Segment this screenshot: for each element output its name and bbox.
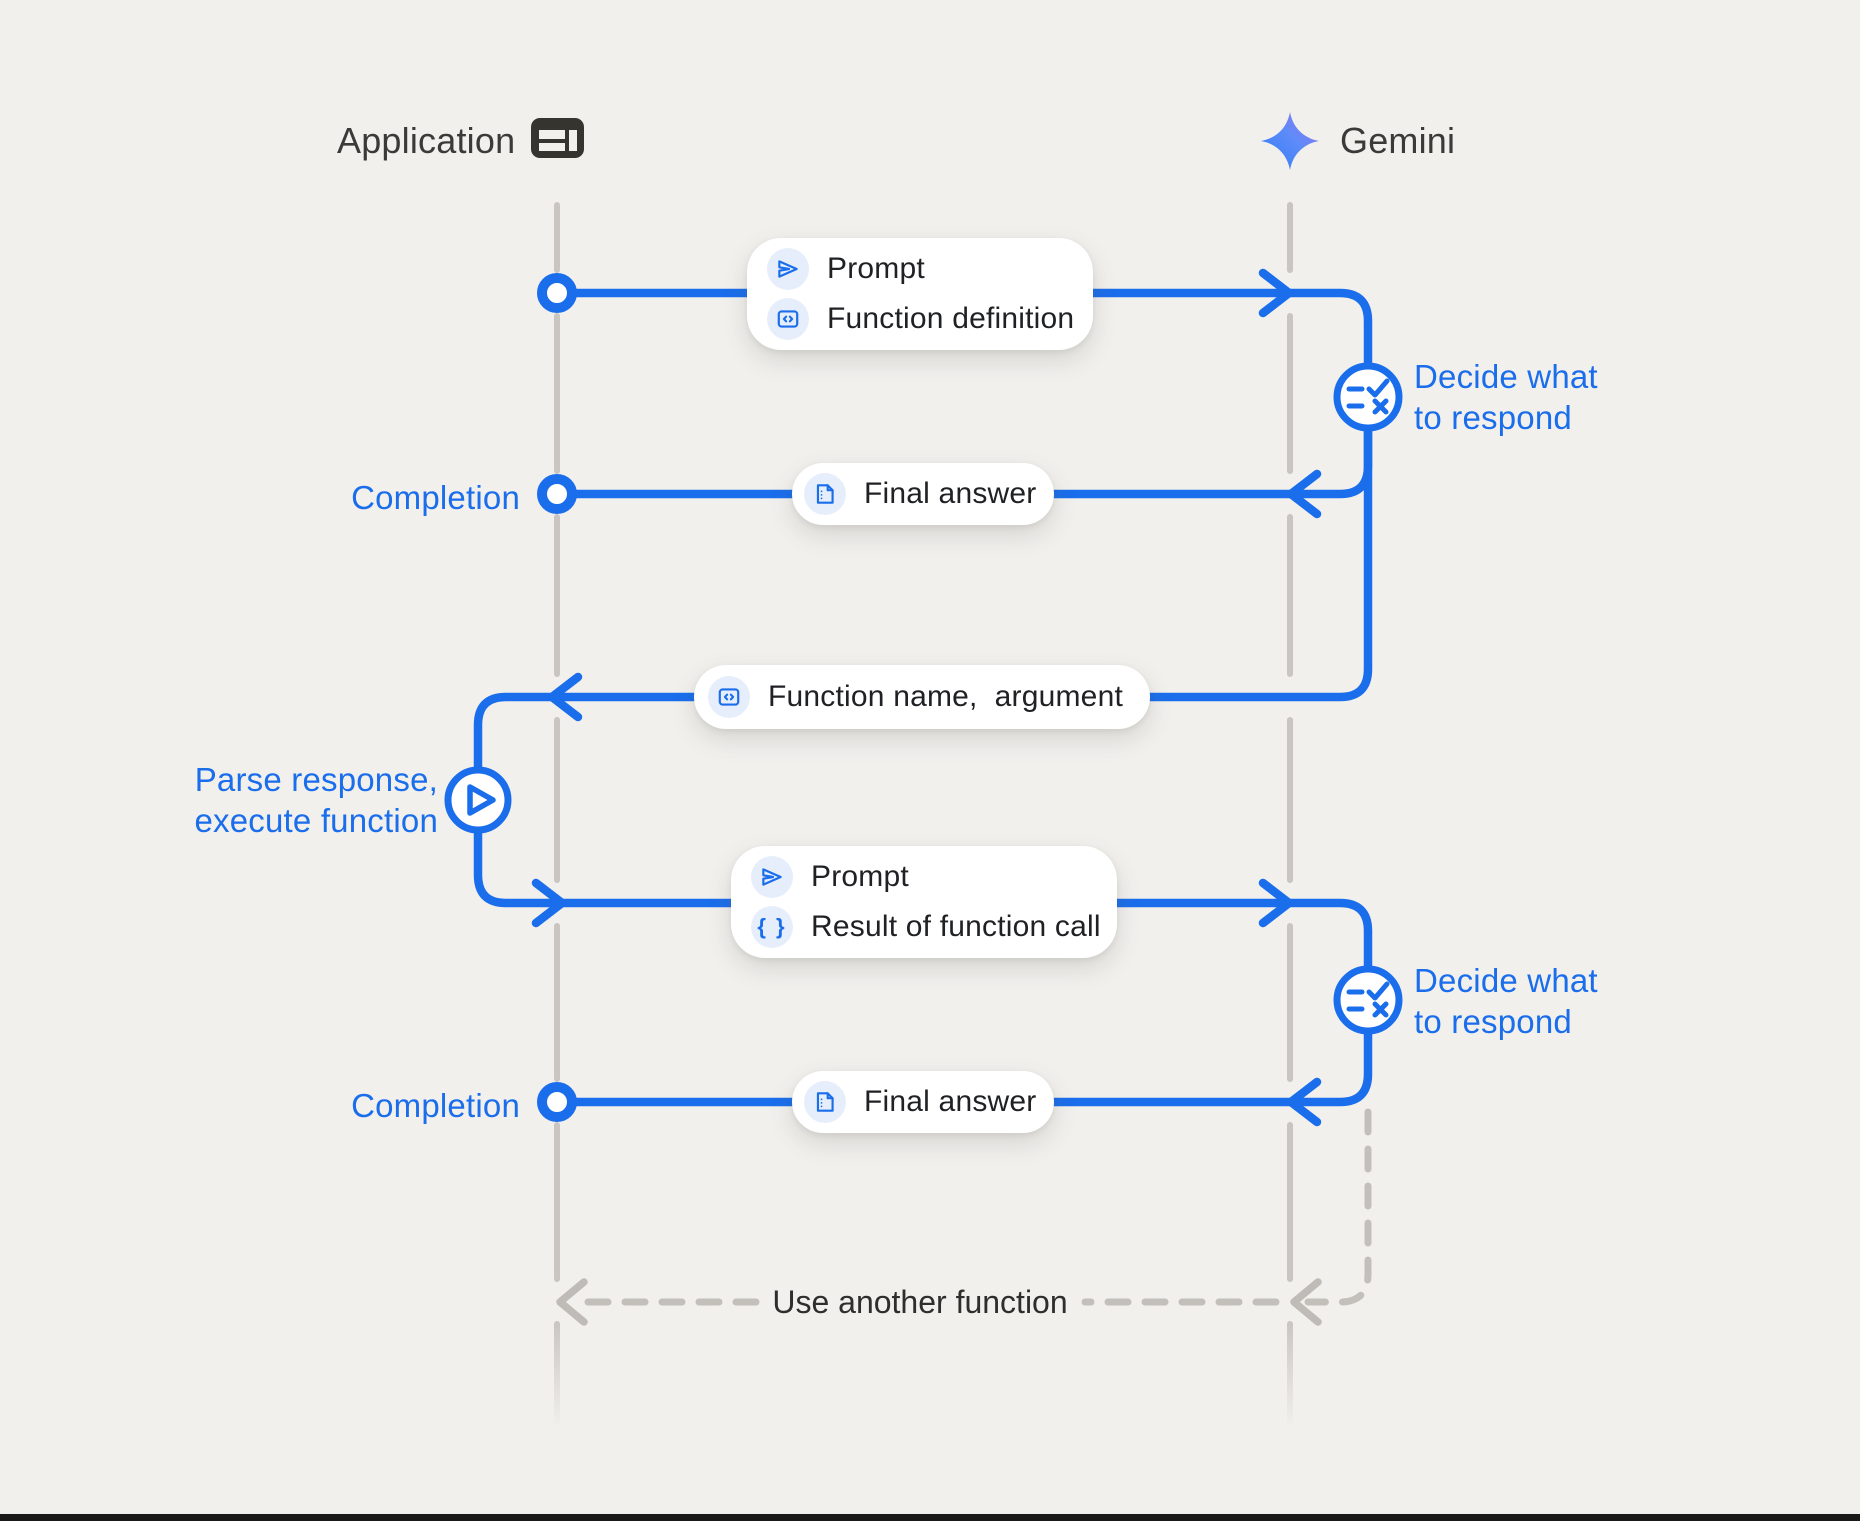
arrowhead-right-prompt2-gemini [1258, 878, 1294, 928]
use-another-function-dashed-path [570, 1108, 1372, 1306]
use-another-function-label: Use another function [772, 1284, 1068, 1320]
arrowhead-left-final2 [1286, 1077, 1322, 1127]
completion-label-first: Completion [351, 479, 520, 516]
document-icon [804, 1081, 846, 1123]
rule-icon [1346, 981, 1390, 1018]
arrowhead-right-prompt1 [1258, 268, 1294, 318]
pill-row: Final answer [804, 473, 1054, 515]
parse-execute-label: Parse response, execute function [194, 761, 438, 839]
end-circle-completion1 [537, 474, 577, 514]
document-icon [804, 473, 846, 515]
rule-icon [1346, 378, 1390, 415]
braces-icon: { } [751, 906, 793, 948]
pill-row: Prompt [767, 248, 1093, 290]
pill-label: Function definition [827, 302, 1075, 335]
code-box-icon [708, 676, 750, 718]
pill-row: { } Result of function call [751, 906, 1117, 948]
flow-path-second-turn [473, 415, 1373, 1107]
pill-row: Function definition [767, 298, 1093, 340]
gemini-header-label: Gemini [1340, 120, 1456, 161]
gemini-sparkle-icon [1261, 112, 1319, 175]
blue-arrowheads [531, 268, 1322, 1127]
execute-node [444, 766, 512, 834]
bottom-edge-bar [0, 1514, 1860, 1521]
message-pill-function-name-argument: Function name, argument [694, 665, 1150, 729]
decide-label-first: Decide what to respond [1414, 358, 1598, 436]
decide-node-first [1333, 362, 1403, 432]
end-circle-completion2 [537, 1082, 577, 1122]
decide-label-second: Decide what to respond [1414, 962, 1598, 1040]
arrowhead-left-application-dashed [556, 1278, 588, 1326]
message-pill-final-answer-second: Final answer [792, 1071, 1054, 1133]
send-icon [751, 856, 793, 898]
arrowhead-left-function-call [547, 672, 583, 722]
send-icon [767, 248, 809, 290]
pill-label: Final answer [864, 1085, 1037, 1118]
endpoint-circles [537, 273, 577, 1122]
application-header-label: Application [337, 120, 516, 161]
code-box-icon [767, 298, 809, 340]
pill-label: Function name, argument [768, 680, 1123, 713]
pill-label: Final answer [864, 477, 1037, 510]
decide-node-second [1333, 965, 1403, 1035]
arrowhead-left-final1 [1286, 469, 1322, 519]
dashed-arrowheads [556, 1278, 1322, 1326]
arrowhead-left-gemini-dashed [1290, 1278, 1322, 1326]
message-pill-final-answer-first: Final answer [792, 463, 1054, 525]
arrowhead-right-prompt2 [531, 878, 567, 928]
app-window-icon [530, 117, 585, 164]
pill-row: Prompt [751, 856, 1117, 898]
message-pill-prompt-function-definition: Prompt Function definition [747, 238, 1093, 350]
pill-row: Final answer [804, 1081, 1054, 1123]
completion-label-second: Completion [351, 1087, 520, 1124]
start-circle-prompt1 [537, 273, 577, 313]
pill-label: Prompt [811, 860, 909, 893]
pill-row: Function name, argument [708, 676, 1150, 718]
play-icon [467, 784, 496, 816]
pill-label: Prompt [827, 252, 925, 285]
pill-label: Result of function call [811, 910, 1101, 943]
message-pill-prompt-function-result: Prompt { } Result of function call [731, 846, 1117, 958]
